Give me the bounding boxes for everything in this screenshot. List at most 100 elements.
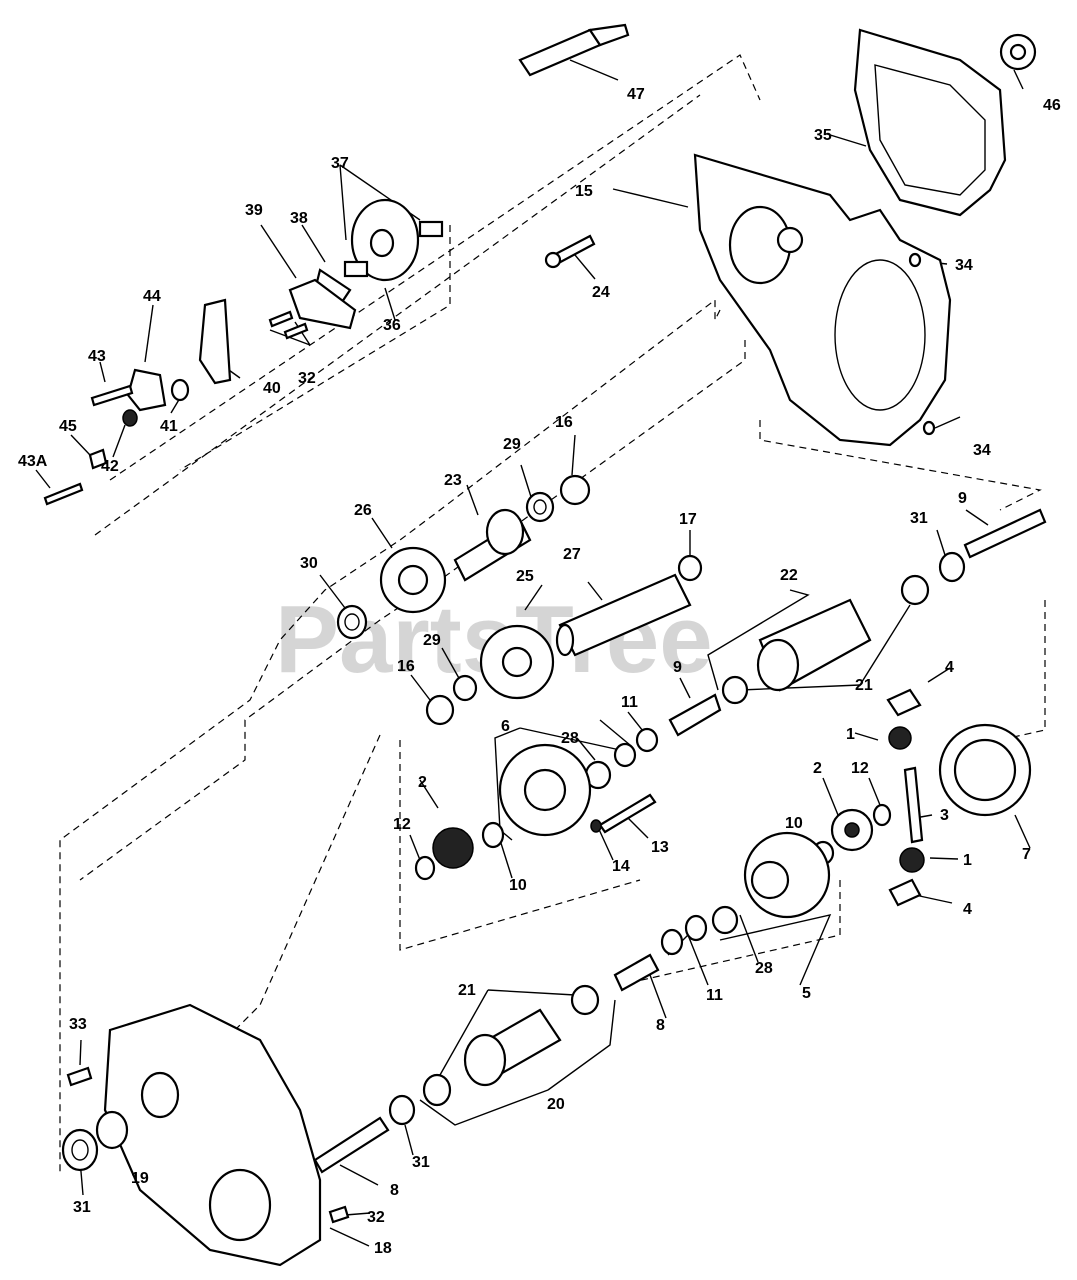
callout-1-upper: 1 <box>846 726 855 743</box>
part-45-pin <box>88 448 108 470</box>
callout-32-lower: 32 <box>367 1209 385 1226</box>
callout-3: 3 <box>940 807 949 824</box>
callout-41: 41 <box>160 418 178 435</box>
callout-21-upper: 21 <box>855 677 873 694</box>
part-44-plate <box>126 368 167 412</box>
part-24-bolt <box>544 234 596 269</box>
part-1-pinion-lower <box>899 847 925 873</box>
callout-2-right: 2 <box>813 760 822 777</box>
callout-9-upper: 9 <box>958 490 967 507</box>
callout-1-lower: 1 <box>963 852 972 869</box>
part-1-pinion-upper <box>888 726 912 750</box>
part-46-drive-gear <box>999 33 1037 71</box>
part-7-ring-gear <box>938 723 1032 817</box>
part-31-seal-lower <box>388 1094 416 1126</box>
callout-39: 39 <box>245 202 263 219</box>
part-34-plugs <box>908 252 936 436</box>
part-37-brake-pads <box>343 220 444 278</box>
part-31-seal-left <box>61 1128 99 1172</box>
part-8-axle-lower-right <box>613 953 660 992</box>
callout-2-left: 2 <box>418 774 427 791</box>
part-21-bushing-lower-right <box>570 984 600 1016</box>
part-21-bushing-lower-left <box>422 1073 452 1107</box>
callout-23: 23 <box>444 472 462 489</box>
callout-24: 24 <box>592 284 610 301</box>
part-29-washer-upper <box>525 491 555 523</box>
callout-45: 45 <box>59 418 77 435</box>
part-29-washer-lower <box>452 674 478 702</box>
callout-31-left: 31 <box>73 1199 91 1216</box>
part-20-axle-tube <box>463 1008 562 1087</box>
part-31-seal-upper <box>938 551 966 583</box>
part-21-bushing-middle <box>721 675 749 705</box>
part-22-axle-tube <box>756 598 872 692</box>
callout-16-lower: 16 <box>397 658 415 675</box>
callout-14: 14 <box>612 858 630 875</box>
part-40-bracket <box>198 298 232 385</box>
callout-42: 42 <box>101 458 119 475</box>
part-30-washer <box>336 604 368 640</box>
part-12-clip-right <box>872 803 892 827</box>
callout-16-upper: 16 <box>555 414 573 431</box>
part-18-transmission-housing-left <box>103 1003 322 1267</box>
part-32-pins-upper <box>268 310 309 340</box>
callout-labels: 47 46 35 15 37 39 38 34 24 44 36 43 32 4… <box>18 86 1061 1257</box>
part-21-bushing-upper <box>900 574 930 606</box>
part-47-grease-tube <box>518 23 630 77</box>
callout-10-left: 10 <box>509 877 527 894</box>
callout-34-upper: 34 <box>955 257 973 274</box>
part-6-differential-carrier <box>498 743 592 837</box>
callout-47: 47 <box>627 86 645 103</box>
part-16-bearing-upper <box>559 474 591 506</box>
part-41-washer <box>170 378 190 402</box>
part-43-bolt <box>90 384 134 407</box>
callout-20: 20 <box>547 1096 565 1113</box>
callout-13: 13 <box>651 839 669 856</box>
callout-30: 30 <box>300 555 318 572</box>
part-12-clip-left <box>414 855 436 881</box>
callout-12-right: 12 <box>851 760 869 777</box>
part-28-bushing-lower <box>711 905 739 935</box>
callout-27: 27 <box>563 546 581 563</box>
callout-26: 26 <box>354 502 372 519</box>
callout-17: 17 <box>679 511 697 528</box>
part-33-fitting <box>66 1066 93 1087</box>
callout-46: 46 <box>1043 97 1061 114</box>
callout-8-right: 8 <box>656 1017 665 1034</box>
callout-43: 43 <box>88 348 106 365</box>
callout-28-upper: 28 <box>561 730 579 747</box>
part-11-washers-upper <box>613 727 659 768</box>
part-4-block-upper <box>886 688 922 717</box>
part-2-bevel-gear-right <box>830 808 874 852</box>
part-9-axle-upper <box>963 508 1047 559</box>
callout-28-lower: 28 <box>755 960 773 977</box>
callout-40: 40 <box>263 380 281 397</box>
callout-36: 36 <box>383 317 401 334</box>
callout-22: 22 <box>780 567 798 584</box>
part-35-cover-plate <box>853 28 1007 217</box>
callout-15: 15 <box>575 183 593 200</box>
part-39-brake-lever <box>288 278 357 330</box>
callout-11-upper: 11 <box>621 694 638 711</box>
callout-12-left: 12 <box>393 816 411 833</box>
part-25-gear <box>479 624 555 700</box>
part-8-axle-lower-left <box>313 1116 390 1174</box>
callout-43A: 43A <box>18 453 48 470</box>
part-26-gear <box>379 546 447 614</box>
part-27-splined-shaft <box>555 573 692 657</box>
callout-32-upper: 32 <box>298 370 316 387</box>
part-11-washers-lower <box>660 914 708 956</box>
callout-21-lower: 21 <box>458 982 476 999</box>
part-17-bearing <box>677 554 703 582</box>
callout-29-lower: 29 <box>423 632 441 649</box>
callout-29-upper: 29 <box>503 436 521 453</box>
callout-38: 38 <box>290 210 308 227</box>
callout-37: 37 <box>331 155 349 172</box>
part-10-washer-left <box>481 821 505 849</box>
callout-31-lower: 31 <box>412 1154 430 1171</box>
part-2-bevel-gear-left <box>432 827 474 869</box>
callout-25: 25 <box>516 568 534 585</box>
callout-35: 35 <box>814 127 832 144</box>
callout-11-lower: 11 <box>706 987 723 1004</box>
